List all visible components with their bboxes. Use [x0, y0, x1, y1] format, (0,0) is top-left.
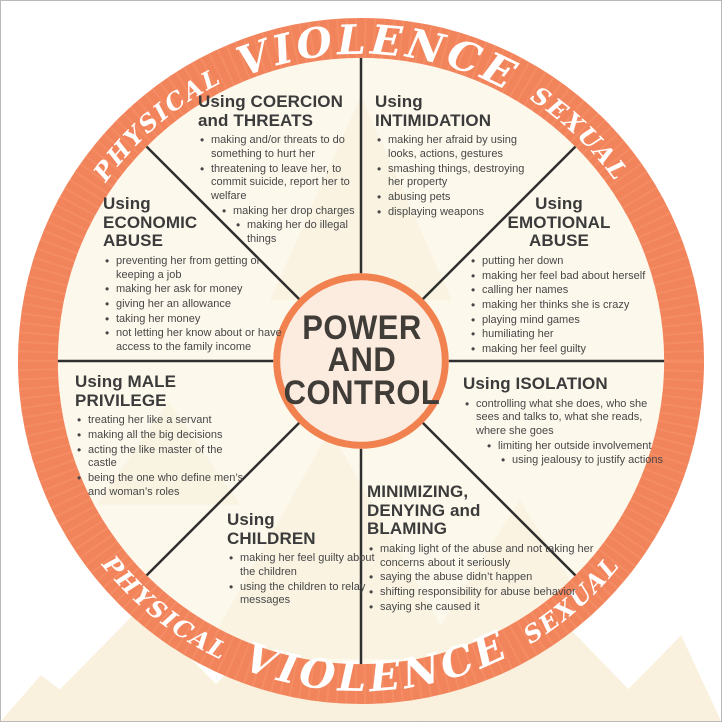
- bullet-item: treating her like a servant: [75, 413, 251, 428]
- center-hub-circle: [273, 273, 449, 449]
- segment-children: Using CHILDREN making her feel guilty ab…: [227, 510, 377, 609]
- center-line-2: AND: [327, 340, 397, 380]
- bullet-item: smashing things, destroying her property: [375, 162, 543, 190]
- center-line-3: CONTROL: [283, 373, 441, 412]
- segment-title: Using ISOLATION: [463, 374, 608, 393]
- segment-bullet-list: controlling what she does, who she sees …: [463, 397, 667, 468]
- segment-intimidation: Using INTIMIDATION making her afraid by …: [375, 92, 543, 220]
- bullet-item: calling her names: [469, 283, 649, 298]
- bullet-item: humiliating her: [469, 327, 649, 342]
- bullet-item: preventing her from getting or keeping a…: [103, 254, 285, 282]
- bullet-item: making her drop charges: [220, 204, 364, 219]
- segment-emotional-abuse: Using EMOTIONAL ABUSE putting her downma…: [469, 194, 649, 357]
- segment-bullet-list: preventing her from getting or keeping a…: [103, 254, 285, 354]
- bullet-item: saying the abuse didn’t happen: [367, 570, 605, 585]
- segment-bullet-list: making her afraid by using looks, action…: [375, 133, 543, 220]
- bullet-item: acting the like master of the castle: [75, 443, 251, 471]
- bullet-item: making her thinks she is crazy: [469, 298, 649, 313]
- bullet-item: making all the big decisions: [75, 428, 251, 443]
- segment-title: Using EMOTIONAL ABUSE: [507, 194, 611, 251]
- bullet-item: giving her an allowance: [103, 297, 285, 312]
- bullet-item: making her ask for money: [103, 282, 285, 297]
- bullet-item: taking her money: [103, 312, 285, 327]
- segment-bullet-list: treating her like a servantmaking all th…: [75, 413, 251, 499]
- segment-male-privilege: Using MALE PRIVILEGE treating her like a…: [75, 372, 251, 500]
- bullet-item: controlling what she does, who she sees …: [463, 397, 667, 439]
- segment-title: Using CHILDREN: [227, 510, 316, 548]
- bullet-item: making her feel guilty about the childre…: [227, 551, 377, 579]
- segment-title: Using COERCION and THREATS: [198, 92, 343, 130]
- bullet-item: limiting her outside involvement: [485, 439, 667, 454]
- bullet-item: putting her down: [469, 254, 649, 269]
- bullet-item: making her feel bad about herself: [469, 269, 649, 284]
- center-line-1: POWER: [302, 308, 422, 347]
- segment-bullet-list: making and/or threats to do something to…: [198, 133, 364, 246]
- segment-isolation: Using ISOLATION controlling what she doe…: [463, 374, 667, 469]
- segment-economic-abuse: Using ECONOMIC ABUSE preventing her from…: [103, 194, 285, 355]
- bullet-item: not letting her know about or have acces…: [103, 326, 285, 354]
- segment-minimizing-denying-blaming: MINIMIZING, DENYING and BLAMING making l…: [367, 482, 605, 615]
- segment-coercion-threats: Using COERCION and THREATS making and/or…: [198, 92, 364, 247]
- bullet-item: using jealousy to justify actions: [499, 453, 667, 468]
- bullet-item: saying she caused it: [367, 600, 605, 615]
- segment-title: Using MALE PRIVILEGE: [75, 372, 177, 410]
- bullet-item: making her feel guilty: [469, 342, 649, 357]
- segment-bullet-list: making her feel guilty about the childre…: [227, 551, 377, 608]
- center-power-control-label: POWER AND CONTROL: [277, 308, 447, 412]
- segment-bullet-list: making light of the abuse and not taking…: [367, 542, 605, 615]
- segment-title: Using INTIMIDATION: [375, 92, 492, 130]
- bullet-item: displaying weapons: [375, 205, 543, 220]
- bullet-item: making her do illegal things: [234, 218, 364, 246]
- segment-title: MINIMIZING, DENYING and BLAMING: [367, 482, 481, 539]
- bullet-item: making her afraid by using looks, action…: [375, 133, 543, 161]
- segment-bullet-list: putting her downmaking her feel bad abou…: [469, 254, 649, 357]
- bullet-item: making light of the abuse and not taking…: [367, 542, 605, 570]
- bullet-item: being the one who define men’s and woman…: [75, 471, 251, 499]
- outer-ring-texture: [17, 17, 705, 705]
- bullet-item: threatening to leave her, to commit suic…: [198, 162, 364, 204]
- bullet-item: using the children to relay messages: [227, 580, 377, 608]
- bullet-item: making and/or threats to do something to…: [198, 133, 364, 161]
- bullet-item: shifting responsibility for abuse behavi…: [367, 585, 605, 600]
- segment-title: Using ECONOMIC ABUSE: [103, 194, 198, 251]
- bullet-item: abusing pets: [375, 190, 543, 205]
- bullet-item: playing mind games: [469, 313, 649, 328]
